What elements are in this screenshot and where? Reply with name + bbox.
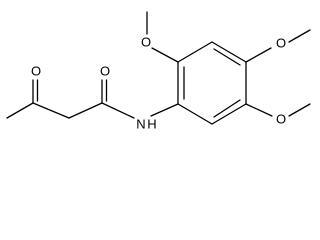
bond-carbonyl-methylene [32,102,70,119]
acetoacetyl-chain [6,79,179,119]
methoxy-oxygen-top-label: O [141,34,151,49]
bond-methyl-carbonyl [6,102,34,119]
ring-bond-2 [177,41,213,63]
amide-hydrogen-label: H [147,116,156,131]
bond-methoxy-bottom-methyl [288,103,311,117]
amide-oxygen-label: O [100,63,110,78]
bond-ring-methoxy-right [245,47,272,63]
ring-double-3 [213,99,241,118]
bond-amide-carbon-nitrogen [101,102,135,119]
atom-labels: O O N H O O O [31,34,286,131]
methoxy-oxygen-right-label: O [276,35,286,50]
benzene-ring [177,41,247,125]
methoxy-groups [146,11,311,117]
ring-bond-6 [177,103,213,125]
ring-double-2 [213,48,241,66]
methoxy-oxygen-bottom-label: O [276,111,286,126]
bond-methylene-amide-carbon [68,102,103,119]
bond-ring-methoxy-top [151,47,179,63]
ketone-oxygen-label: O [31,63,41,78]
ring-bond-3 [211,41,247,63]
chemical-structure: O O N H O O O [6,11,311,131]
bond-ring-methoxy-bottom [245,103,273,117]
bond-methoxy-right-methyl [288,29,311,43]
bond-nitrogen-ring [150,103,179,117]
ring-bond-5 [211,103,247,125]
amide-nitrogen-label: N [136,116,145,131]
